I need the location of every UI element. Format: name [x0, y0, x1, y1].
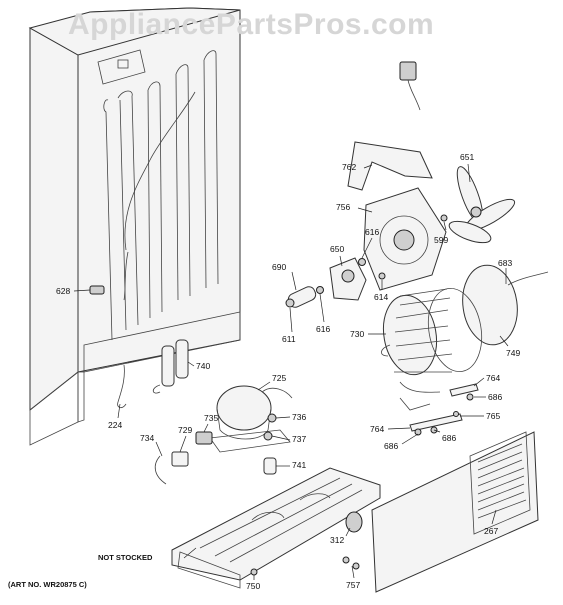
callout-740: 740 [196, 361, 210, 371]
cabinet-back [28, 7, 241, 446]
callout-725: 725 [272, 373, 286, 383]
callout-765: 765 [486, 411, 500, 421]
callout-267: 267 [484, 526, 498, 536]
part-762-air-duct[interactable] [347, 141, 433, 191]
callout-734: 734 [140, 433, 154, 443]
callout-224: 224 [108, 420, 122, 430]
part-757-screws[interactable] [342, 556, 360, 570]
part-267-access-cover[interactable] [371, 431, 539, 593]
part-740-drier[interactable] [152, 339, 189, 394]
part-cord-connector[interactable] [399, 61, 421, 111]
part-224-drain-tube[interactable] [117, 364, 127, 408]
watermark-text: AppliancePartsPros.com [68, 8, 435, 41]
callout-686-lower-right: 686 [442, 433, 456, 443]
part-756-fan-shroud[interactable] [363, 187, 447, 291]
base-pan [171, 467, 381, 589]
callout-651: 651 [460, 152, 474, 162]
callout-762: 762 [342, 162, 356, 172]
leader-lines [73, 163, 509, 580]
part-741-capacitor[interactable] [263, 457, 277, 475]
part-686-screw-lower[interactable] [414, 426, 438, 436]
part-650-fan-motor[interactable] [329, 257, 367, 301]
callout-683: 683 [498, 258, 512, 268]
part-725-compressor[interactable] [209, 385, 293, 453]
callout-616-upper: 616 [365, 227, 379, 237]
callout-312: 312 [330, 535, 344, 545]
callout-757: 757 [346, 580, 360, 590]
callout-599: 599 [434, 235, 448, 245]
part-749-fan-cover[interactable] [458, 262, 549, 349]
callout-616-lower: 616 [316, 324, 330, 334]
callout-628: 628 [56, 286, 70, 296]
not-stocked-note: NOT STOCKED [98, 553, 153, 562]
part-628-clip[interactable] [89, 285, 105, 295]
part-616-grommet[interactable] [316, 258, 366, 294]
part-690-611-motor-assembly[interactable] [285, 285, 318, 310]
callout-686-upper: 686 [488, 392, 502, 402]
callout-750: 750 [246, 581, 260, 591]
part-614-screw[interactable] [378, 272, 386, 280]
part-686-screw-upper[interactable] [466, 393, 474, 401]
callout-730: 730 [350, 329, 364, 339]
callout-729: 729 [178, 425, 192, 435]
part-599-screw[interactable] [440, 214, 448, 222]
callout-735: 735 [204, 413, 218, 423]
callout-614: 614 [374, 292, 388, 302]
callout-737: 737 [292, 434, 306, 444]
part-735-relay[interactable] [195, 431, 213, 445]
callout-690: 690 [272, 262, 286, 272]
callout-611: 611 [282, 334, 296, 344]
callout-736: 736 [292, 412, 306, 422]
art-number: (ART NO. WR20875 C) [8, 580, 87, 589]
callout-labels: 628 762 651 756 616 650 690 599 614 683 … [8, 152, 520, 591]
callout-749: 749 [506, 348, 520, 358]
callout-764-upper: 764 [486, 373, 500, 383]
part-312-roller[interactable] [345, 511, 363, 533]
callout-686-lower-left: 686 [384, 441, 398, 451]
part-765-bracket[interactable] [409, 411, 463, 432]
part-651-fan-blade[interactable] [447, 164, 519, 247]
part-764-bracket-upper[interactable] [399, 383, 479, 411]
part-737-clip[interactable] [263, 431, 273, 441]
callout-650: 650 [330, 244, 344, 254]
callout-741: 741 [292, 460, 306, 470]
part-730-condenser-coil[interactable] [377, 284, 487, 393]
part-736-grommet[interactable] [267, 413, 277, 423]
callout-756: 756 [336, 202, 350, 212]
part-729-overload[interactable] [171, 451, 189, 467]
part-734-harness[interactable] [154, 455, 167, 485]
part-750-screw[interactable] [250, 568, 258, 576]
callout-764-lower: 764 [370, 424, 384, 434]
